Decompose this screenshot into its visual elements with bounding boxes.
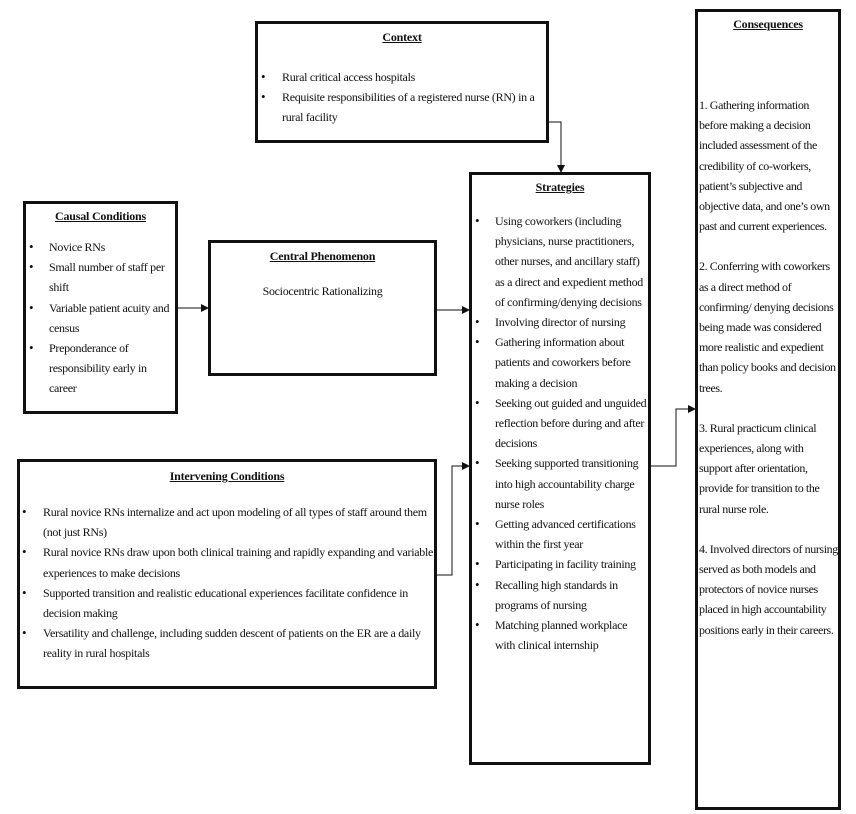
strategy-item: Recalling high standards in programs of …: [472, 575, 648, 615]
context-box: Context Rural critical access hospitals …: [255, 21, 549, 143]
intervening-conditions-box: Intervening Conditions Rural novice RNs …: [17, 459, 437, 689]
intervening-condition-item: Supported transition and realistic educa…: [20, 583, 434, 623]
causal-conditions-box: Causal Conditions Novice RNs Small numbe…: [23, 201, 178, 414]
causal-condition-item: Preponderance of responsibility early in…: [26, 338, 175, 399]
intervening-condition-item: Rural novice RNs draw upon both clinical…: [20, 542, 434, 582]
strategies-list: Using coworkers (including physicians, n…: [472, 211, 648, 655]
intervening-condition-item: Versatility and challenge, including sud…: [20, 623, 434, 663]
consequence-item: 3. Rural practicum clinical experiences,…: [699, 420, 820, 516]
strategy-item: Gathering information about patients and…: [472, 332, 648, 393]
strategies-title: Strategies: [535, 180, 585, 194]
causal-conditions-title: Causal Conditions: [55, 209, 146, 223]
consequence-item: 1. Gathering information before making a…: [699, 98, 830, 234]
central-phenomenon-text: Sociocentric Rationalizing: [262, 284, 383, 298]
strategy-item: Involving director of nursing: [472, 312, 648, 332]
causal-condition-item: Novice RNs: [26, 237, 175, 257]
arrow-strategies-to-consequences: [651, 405, 696, 467]
causal-condition-item: Variable patient acuity and census: [26, 298, 175, 338]
strategies-box: Strategies Using coworkers (including ph…: [469, 172, 651, 765]
consequences-title: Consequences: [733, 17, 803, 31]
strategy-item: Seeking out guided and unguided reflecti…: [472, 393, 648, 454]
central-phenomenon-box: Central Phenomenon Sociocentric Rational…: [208, 240, 437, 376]
causal-conditions-list: Novice RNs Small number of staff per shi…: [26, 237, 175, 399]
arrow-intervening-to-strategies: [437, 462, 470, 576]
strategy-item: Getting advanced certifications within t…: [472, 514, 648, 554]
consequence-item: 4. Involved directors of nursing served …: [699, 541, 838, 637]
context-list: Rural critical access hospitals Requisit…: [258, 67, 546, 128]
context-item: Rural critical access hospitals: [258, 67, 546, 87]
strategy-item: Seeking supported transitioning into hig…: [472, 453, 648, 514]
strategy-item: Using coworkers (including physicians, n…: [472, 211, 648, 312]
consequences-list: 1. Gathering information before making a…: [698, 95, 838, 640]
arrow-context-to-strategies: [549, 121, 565, 173]
consequences-box: Consequences 1. Gathering information be…: [695, 9, 841, 810]
strategy-item: Matching planned workplace with clinical…: [472, 615, 648, 655]
context-title: Context: [382, 30, 422, 44]
strategy-item: Participating in facility training: [472, 554, 648, 574]
causal-condition-item: Small number of staff per shift: [26, 257, 175, 297]
context-item: Requisite responsibilities of a register…: [258, 87, 546, 127]
intervening-conditions-list: Rural novice RNs internalize and act upo…: [20, 502, 434, 664]
intervening-condition-item: Rural novice RNs internalize and act upo…: [20, 502, 434, 542]
consequence-item: 2. Conferring with coworkers as a direct…: [699, 259, 836, 395]
central-phenomenon-title: Central Phenomenon: [269, 249, 376, 263]
intervening-conditions-title: Intervening Conditions: [169, 469, 285, 483]
